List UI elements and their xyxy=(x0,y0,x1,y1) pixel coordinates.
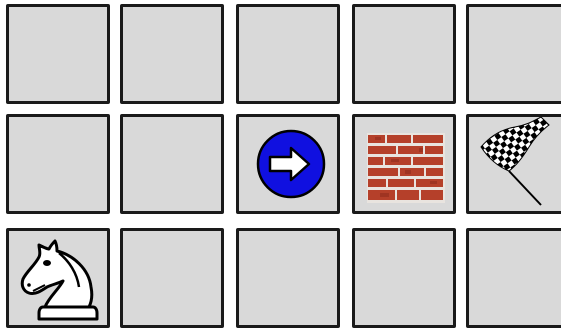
board-cell-r2-c2[interactable] xyxy=(236,228,340,328)
checkered-flag-icon xyxy=(469,117,561,211)
board-cell-r2-c0[interactable] xyxy=(6,228,110,328)
board-cell-r0-c4[interactable] xyxy=(466,4,561,104)
board-cell-r1-c0[interactable] xyxy=(6,114,110,214)
board-cell-r0-c0[interactable] xyxy=(6,4,110,104)
board-cell-r1-c1[interactable] xyxy=(120,114,224,214)
board-cell-r2-c3[interactable] xyxy=(352,228,456,328)
board-cell-r1-c4[interactable] xyxy=(466,114,561,214)
board-cell-r2-c1[interactable] xyxy=(120,228,224,328)
arrow-right-icon xyxy=(239,117,337,211)
board-cell-r1-c3[interactable] xyxy=(352,114,456,214)
board-cell-r0-c3[interactable] xyxy=(352,4,456,104)
brick-wall-icon xyxy=(355,117,453,211)
board-cell-r1-c2[interactable] xyxy=(236,114,340,214)
board-cell-r0-c1[interactable] xyxy=(120,4,224,104)
board-cell-r0-c2[interactable] xyxy=(236,4,340,104)
knight-icon xyxy=(9,231,107,325)
board-cell-r2-c4[interactable] xyxy=(466,228,561,328)
